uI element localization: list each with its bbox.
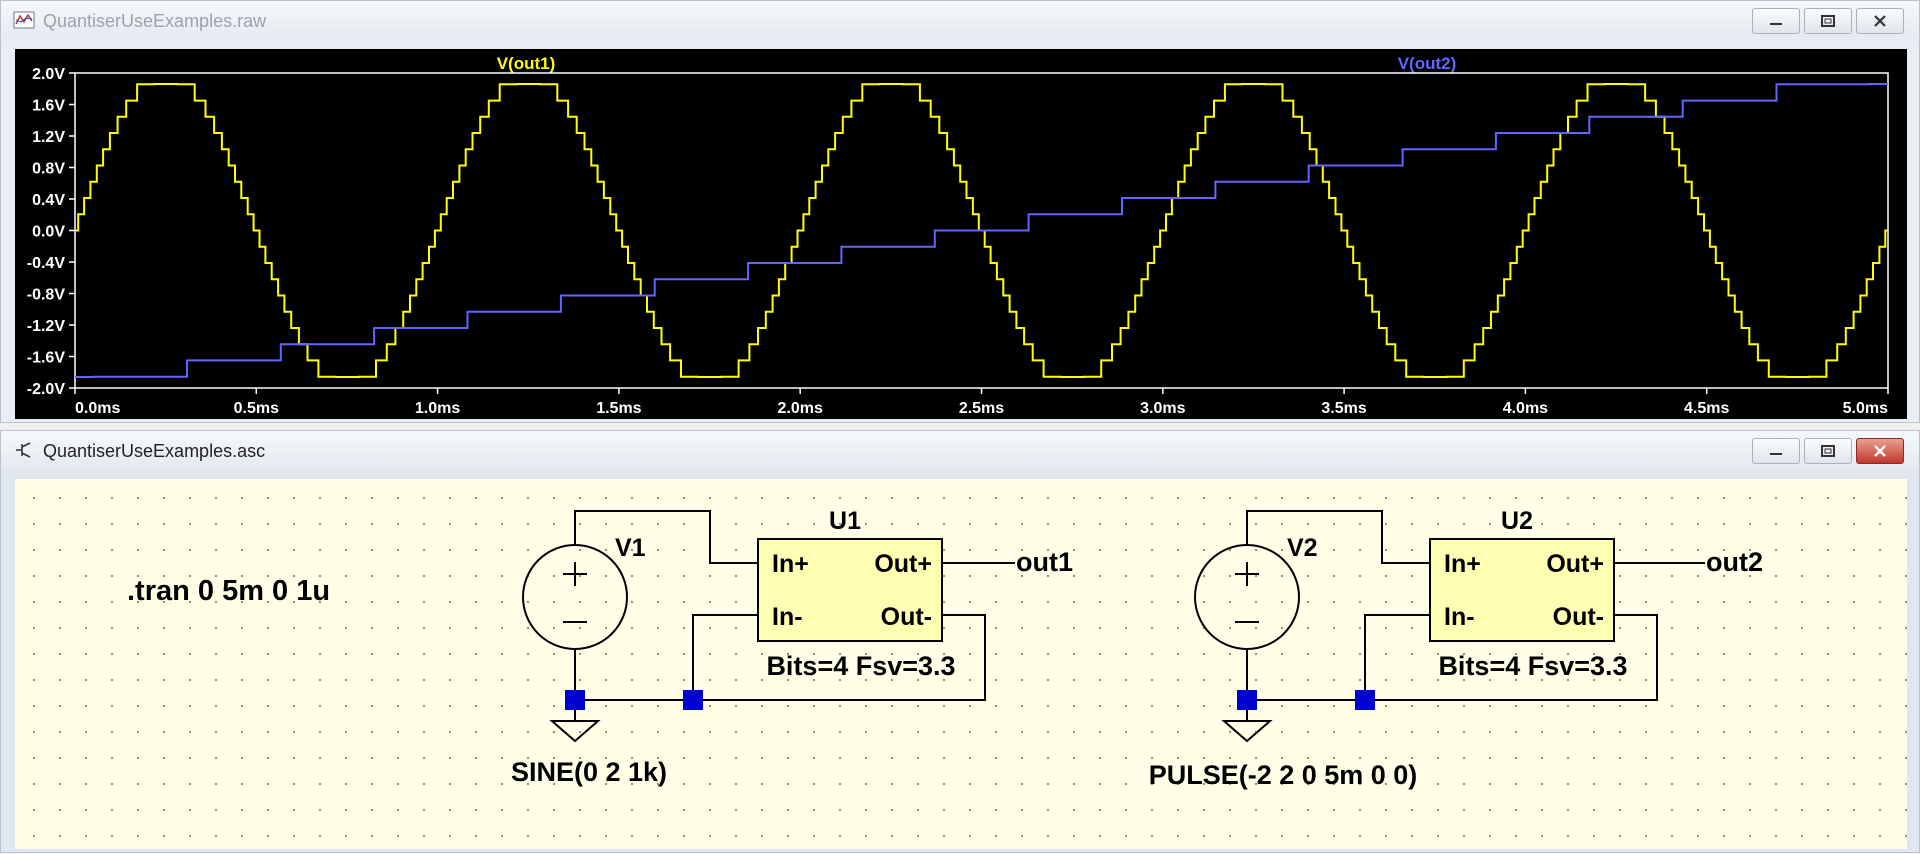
schematic-restore-button[interactable] xyxy=(1804,438,1852,464)
waveform-restore-button[interactable] xyxy=(1804,8,1852,34)
u1-pin-out-plus: Out+ xyxy=(874,550,932,578)
y-tick-label: 0.8V xyxy=(32,161,65,178)
junction-node[interactable] xyxy=(1237,690,1257,710)
net-label-out2[interactable]: out2 xyxy=(1706,547,1763,577)
u2-pin-in-plus: In+ xyxy=(1444,550,1481,578)
u2-pin-out-minus: Out- xyxy=(1553,603,1604,631)
u1-label[interactable]: U1 xyxy=(829,507,861,535)
wire xyxy=(1246,510,1430,564)
u1-pin-in-plus: In+ xyxy=(772,550,809,578)
u2-pin-out-plus: Out+ xyxy=(1546,550,1604,578)
ground-symbol xyxy=(549,720,601,743)
voltage-source-v2[interactable] xyxy=(1194,544,1300,650)
x-tick-label: 3.0ms xyxy=(1140,400,1185,417)
trace-v-out2 xyxy=(75,83,1888,378)
waveform-app-icon xyxy=(13,11,35,29)
close-icon xyxy=(1874,15,1886,27)
u1-params[interactable]: Bits=4 Fsv=3.3 xyxy=(766,651,955,681)
y-tick-label: 0.0V xyxy=(32,224,65,241)
trace2-label[interactable]: V(out2) xyxy=(1398,54,1457,73)
junction-node[interactable] xyxy=(565,690,585,710)
quantiser-u1[interactable] xyxy=(757,538,943,642)
x-tick-label: 2.0ms xyxy=(778,400,823,417)
restore-icon xyxy=(1821,445,1835,457)
x-axis: 0.0ms 0.5ms 1.0ms 1.5ms 2.0ms 2.5ms 3.0ms 3.5ms… xyxy=(74,388,1889,417)
x-tick-label: 3.5ms xyxy=(1321,400,1366,417)
y-axis: 2.0V 1.6V 1.2V 0.8V 0.4V 0.0V -0.4V -0.8V -1.2V -… xyxy=(27,66,75,398)
wire xyxy=(693,614,986,701)
spice-directive[interactable]: .tran 0 5m 0 1u xyxy=(127,575,330,607)
wire xyxy=(1246,614,1430,701)
u2-label[interactable]: U2 xyxy=(1501,507,1533,535)
x-tick-label: 4.5ms xyxy=(1684,400,1729,417)
x-tick-label: 4.0ms xyxy=(1503,400,1548,417)
y-tick-label: 1.6V xyxy=(32,98,65,115)
waveform-window: QuantiserUseExamples.raw V(out1) V(out2)… xyxy=(0,0,1920,423)
restore-icon xyxy=(1821,15,1835,27)
v1-value[interactable]: SINE(0 2 1k) xyxy=(511,757,667,787)
quantiser-u2[interactable] xyxy=(1429,538,1615,642)
x-tick-label: 5.0ms xyxy=(1843,400,1888,417)
minimize-icon xyxy=(1770,453,1782,455)
schematic-canvas[interactable]: .tran 0 5m 0 1u In+ In- Out+ Out- V1 U1 xyxy=(15,479,1907,849)
v2-label[interactable]: V2 xyxy=(1287,534,1318,562)
ground-symbol xyxy=(1221,720,1273,743)
trace1-label[interactable]: V(out1) xyxy=(497,54,556,73)
junction-node[interactable] xyxy=(683,690,703,710)
wire xyxy=(574,614,758,701)
u1-pin-out-minus: Out- xyxy=(881,603,932,631)
schematic-svg[interactable]: .tran 0 5m 0 1u In+ In- Out+ Out- V1 U1 xyxy=(15,479,1907,849)
waveform-window-title: QuantiserUseExamples.raw xyxy=(43,11,267,31)
x-tick-label: 2.5ms xyxy=(959,400,1004,417)
schematic-window: QuantiserUseExamples.asc .tran 0 5m 0 1u xyxy=(0,430,1920,853)
x-tick-label: 1.0ms xyxy=(415,400,460,417)
net-label-out1[interactable]: out1 xyxy=(1016,547,1073,577)
v2-value[interactable]: PULSE(-2 2 0 5m 0 0) xyxy=(1149,760,1418,790)
x-tick-label: 1.5ms xyxy=(596,400,641,417)
plus-icon xyxy=(1235,562,1259,586)
plus-icon xyxy=(563,562,587,586)
waveform-svg[interactable]: V(out1) V(out2) 2.0V 1.6V 1.2V 0.8V 0.4V 0.0V… xyxy=(15,49,1907,419)
schematic-window-title: QuantiserUseExamples.asc xyxy=(43,441,266,461)
schematic-titlebar[interactable]: QuantiserUseExamples.asc xyxy=(1,431,1919,471)
junction-node[interactable] xyxy=(1355,690,1375,710)
waveform-titlebar[interactable]: QuantiserUseExamples.raw xyxy=(1,1,1919,41)
x-tick-label: 0.5ms xyxy=(234,400,279,417)
v1-label[interactable]: V1 xyxy=(615,534,646,562)
close-icon xyxy=(1874,445,1886,457)
wire xyxy=(1365,614,1658,701)
y-tick-label: -2.0V xyxy=(27,381,66,398)
wire xyxy=(574,510,758,564)
y-tick-label: -0.8V xyxy=(27,287,66,304)
schematic-minimize-button[interactable] xyxy=(1752,438,1800,464)
y-tick-label: -0.4V xyxy=(27,255,66,272)
y-tick-label: 0.4V xyxy=(32,192,65,209)
waveform-minimize-button[interactable] xyxy=(1752,8,1800,34)
y-tick-label: -1.6V xyxy=(27,350,66,367)
x-tick-label: 0.0ms xyxy=(75,400,120,417)
waveform-plot[interactable]: V(out1) V(out2) 2.0V 1.6V 1.2V 0.8V 0.4V 0.0V… xyxy=(15,49,1907,419)
u2-params[interactable]: Bits=4 Fsv=3.3 xyxy=(1438,651,1627,681)
schematic-close-button[interactable] xyxy=(1856,438,1904,464)
u1-pin-in-minus: In- xyxy=(772,603,803,631)
u2-pin-in-minus: In- xyxy=(1444,603,1475,631)
y-tick-label: 2.0V xyxy=(32,66,65,83)
waveform-close-button[interactable] xyxy=(1856,8,1904,34)
voltage-source-v1[interactable] xyxy=(522,544,628,650)
y-tick-label: 1.2V xyxy=(32,129,65,146)
y-tick-label: -1.2V xyxy=(27,318,66,335)
minimize-icon xyxy=(1770,23,1782,25)
schematic-app-icon xyxy=(16,442,31,458)
